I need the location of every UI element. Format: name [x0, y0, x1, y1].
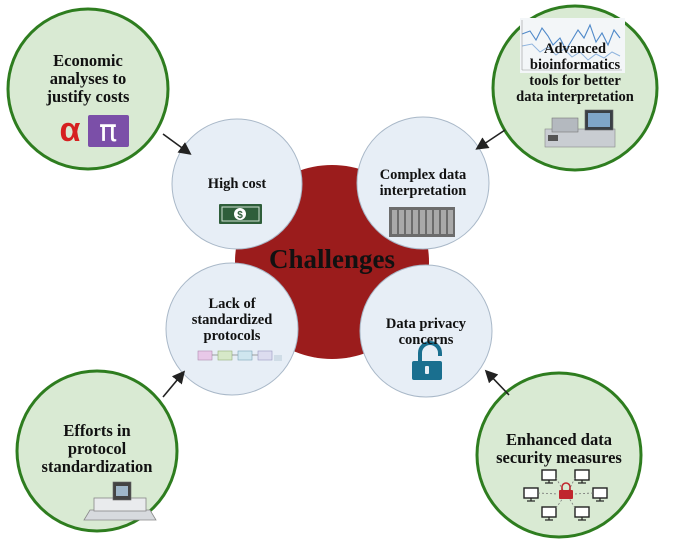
arrow-economic-to-high-cost [162, 133, 192, 155]
arrow-standardization-to-lack-protocols [162, 370, 186, 398]
solution-standardization-label: Efforts in protocol standardization [41, 421, 153, 477]
challenge-data-privacy-circle [359, 264, 493, 398]
network-lock-icon [523, 469, 608, 521]
challenge-high-cost-label: High cost [207, 176, 267, 192]
lab-instrument-icon [544, 109, 616, 148]
workflow-icon [197, 350, 282, 361]
pi-symbol: π [99, 114, 117, 149]
server-rack-icon [389, 207, 455, 237]
svg-text:$: $ [237, 210, 243, 221]
challenge-lack-protocols-label: Lack of standardized protocols [191, 296, 273, 345]
money-icon: $ [219, 204, 262, 224]
challenge-complex-data-label: Complex data interpretation [379, 167, 467, 200]
solution-economic-label: Economic analyses to justify costs [46, 51, 130, 107]
center-title: Challenges [268, 244, 395, 274]
greek-letters-icon: α π [60, 111, 129, 149]
arrow-bioinformatics-to-complex-data [475, 129, 506, 150]
challenge-high-cost-circle [171, 118, 303, 250]
solution-standardization-circle [15, 369, 179, 533]
challenge-data-privacy-label: Data privacy concerns [385, 316, 467, 349]
challenge-lack-protocols-circle [165, 262, 299, 396]
spectrum-chart-icon [520, 18, 625, 73]
sequencer-device-icon [83, 481, 157, 521]
solution-bioinformatics-label: Advanced bioinformatics tools for better… [516, 41, 634, 105]
solution-security-label: Enhanced data security measures [496, 430, 622, 468]
padlock-icon [412, 341, 442, 380]
arrow-security-to-data-privacy [484, 369, 510, 396]
alpha-symbol: α [60, 111, 81, 149]
